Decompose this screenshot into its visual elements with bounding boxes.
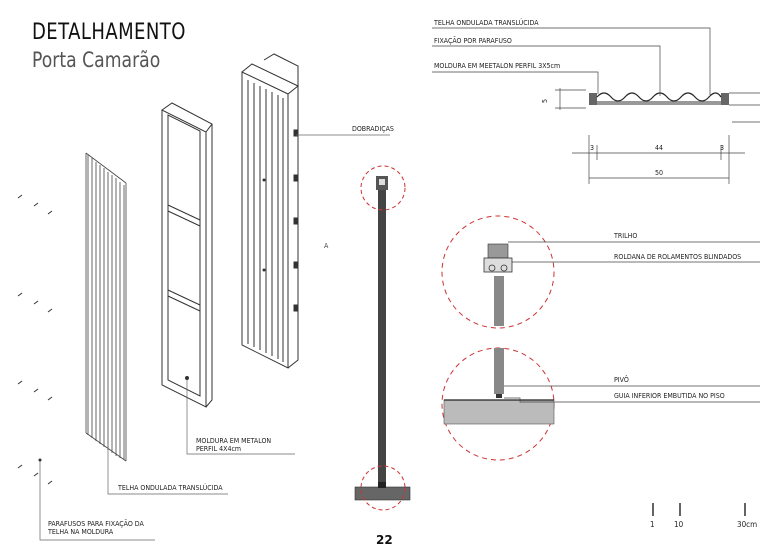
- track-label: TRILHO: [613, 232, 637, 240]
- section-frame-label: MOLDURA EM MEETALON PERFIL 3X5cm: [434, 62, 560, 70]
- dimension-left: 3: [590, 144, 594, 152]
- dimension-lines: [555, 88, 745, 184]
- pivot-detail: [441, 347, 555, 461]
- dimension-height: 5: [541, 99, 549, 103]
- dimension-total: 50: [655, 169, 663, 177]
- track-roller-detail: [441, 215, 555, 329]
- frame-label-line2: PERFIL 4X4cm: [196, 445, 241, 453]
- scale-bar: [652, 503, 746, 516]
- section-marker: A: [324, 242, 329, 250]
- scale-mark-10: 10: [674, 520, 684, 529]
- vertical-section-drawing: [354, 165, 411, 511]
- page-number: 22: [376, 533, 393, 547]
- page-title: DETALHAMENTO: [32, 20, 186, 45]
- pivot-label: PIVÔ: [614, 375, 629, 384]
- scale-mark-1: 1: [650, 520, 655, 529]
- roller-label: ROLDANA DE ROLAMENTOS BLINDADOS: [614, 253, 741, 261]
- screw-fixing-label: FIXAÇÃO POR PARAFUSO: [434, 36, 512, 45]
- profile-leader-lines: [432, 27, 760, 123]
- dimension-right: 3: [720, 144, 724, 152]
- section-sheet-label: TELHA ONDULADA TRANSLÚCIDA: [433, 18, 539, 27]
- exploded-leader-lines: [39, 134, 390, 541]
- sheet-label: TELHA ONDULADA TRANSLÚCIDA: [117, 483, 223, 492]
- screws-label-line1: PARAFUSOS PARA FIXAÇÃO DA: [48, 519, 145, 528]
- hinges-label: DOBRADIÇAS: [352, 125, 394, 133]
- screws-drawing: [17, 194, 53, 485]
- profile-section-drawing: [589, 92, 729, 105]
- screw-callout-point: [38, 458, 42, 462]
- metal-frame-drawing: [161, 102, 213, 408]
- pivot-leader-lines: [504, 385, 760, 403]
- corrugated-sheet-drawing: [85, 152, 127, 462]
- frame-label-line1: MOLDURA EM METALON: [196, 437, 271, 445]
- scale-mark-30: 30cm: [737, 520, 757, 529]
- dimension-middle: 44: [655, 144, 663, 152]
- track-leader-lines: [508, 241, 760, 263]
- floor-guide-label: GUIA INFERIOR EMBUTIDA NO PISO: [614, 392, 725, 400]
- assembled-panel-drawing: [241, 53, 299, 369]
- screws-label-line2: TELHA NA MOLDURA: [47, 528, 114, 536]
- page-subtitle: Porta Camarão: [32, 48, 161, 72]
